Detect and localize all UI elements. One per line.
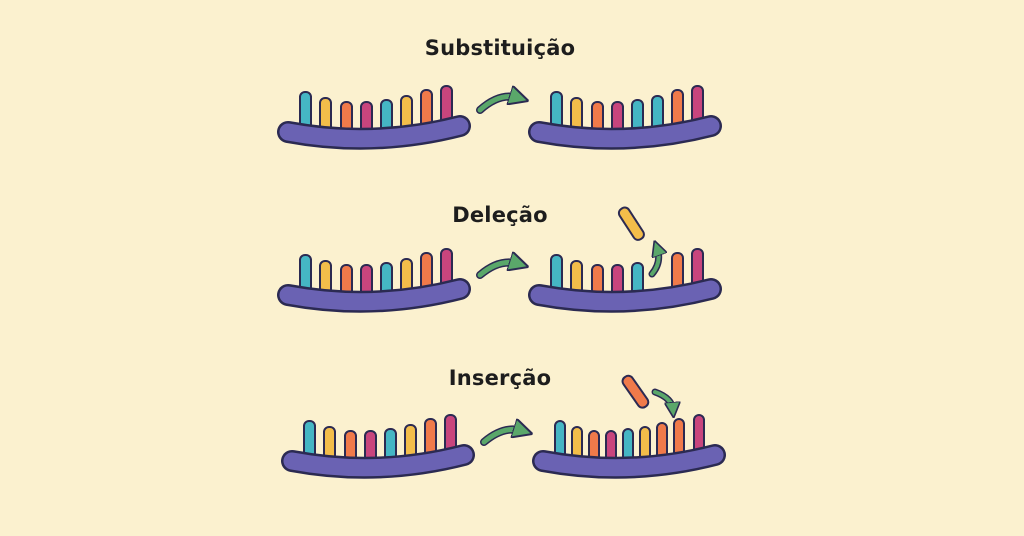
deletion-removed-base — [617, 206, 645, 241]
insertion-after-strand — [532, 414, 726, 479]
insertion-before-strand — [281, 414, 475, 479]
deletion-before-strand — [277, 248, 471, 313]
deletion-after-strand — [528, 248, 722, 313]
substitution-before-strand — [277, 85, 471, 150]
substitution-after-strand — [528, 85, 722, 150]
insertion-added-base — [621, 374, 650, 409]
deletion-title: Deleção — [452, 203, 548, 227]
insertion-title: Inserção — [448, 366, 552, 390]
substitution-title: Substituição — [424, 36, 576, 60]
